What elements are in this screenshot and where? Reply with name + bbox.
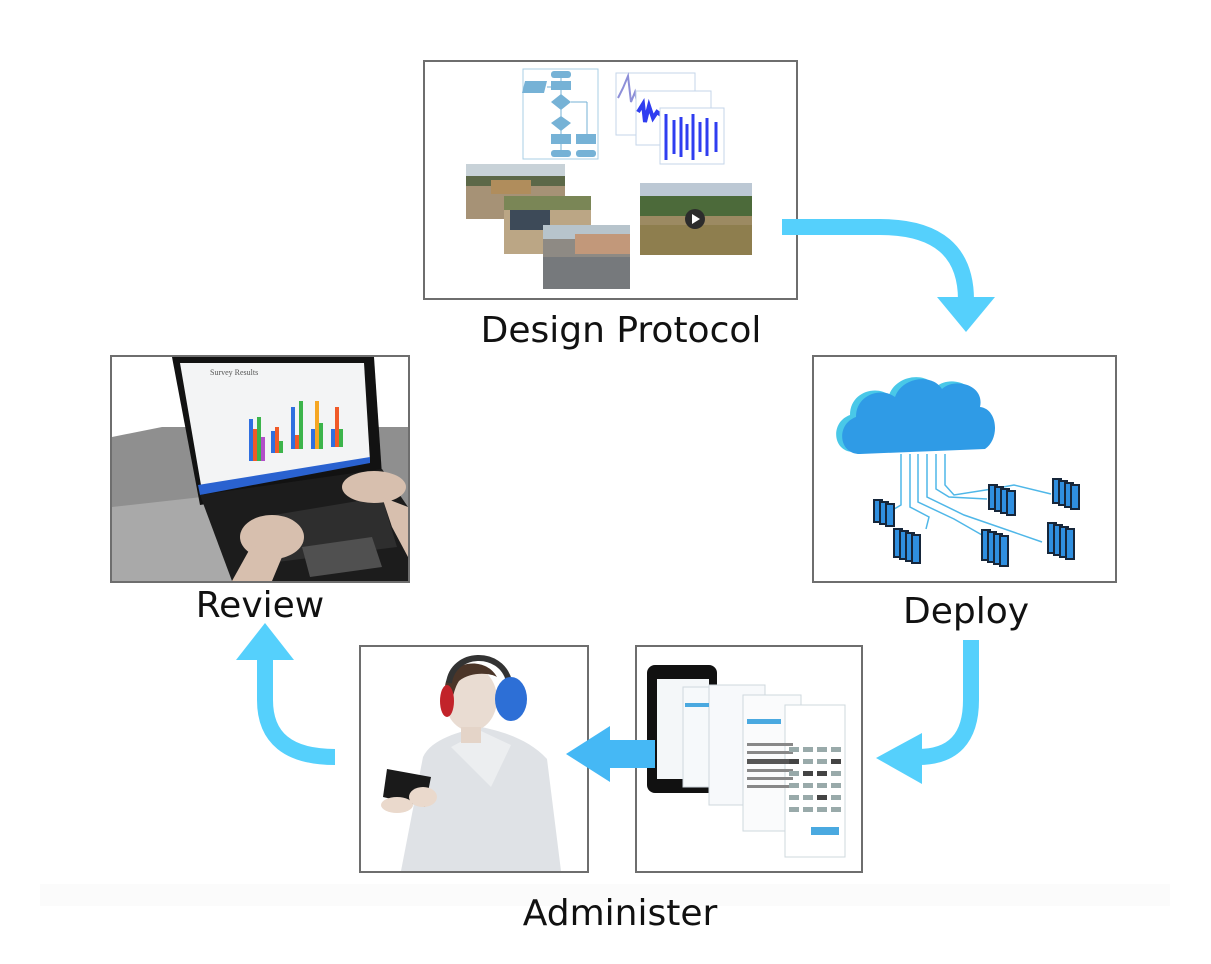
tablet-icon xyxy=(381,769,437,813)
field-photos xyxy=(466,164,630,289)
person-with-tablet-illustration xyxy=(381,655,561,871)
deploy-frame xyxy=(812,355,1117,583)
administer-label: Administer xyxy=(522,893,718,934)
footer-band xyxy=(40,884,1170,906)
administer-screens-frame xyxy=(635,645,863,873)
video-thumbnail[interactable] xyxy=(640,183,752,255)
server-racks xyxy=(873,478,1080,567)
design-protocol-label: Design Protocol xyxy=(480,310,762,351)
survey-screens-illustration xyxy=(647,665,846,858)
laptop-review-illustration: Survey Results xyxy=(112,357,408,581)
screen-title: Survey Results xyxy=(210,368,258,377)
network-lines xyxy=(888,454,1052,543)
deploy-label: Deploy xyxy=(902,591,1030,632)
headphones-icon xyxy=(440,655,527,721)
cloud-icon xyxy=(836,377,996,454)
design-protocol-frame xyxy=(423,60,798,300)
waveform-icon xyxy=(615,72,725,165)
arrow-deploy-to-administer xyxy=(876,640,979,784)
arrow-design-to-deploy xyxy=(782,219,995,332)
review-label: Review xyxy=(195,585,325,626)
deploy-illustration xyxy=(836,377,1080,567)
review-frame: Survey Results xyxy=(110,355,410,583)
person-icon xyxy=(401,663,561,871)
survey-results-chart xyxy=(249,401,343,461)
response-grid xyxy=(789,747,841,812)
hands-icon xyxy=(232,471,408,581)
arrow-administer-to-review xyxy=(236,623,336,765)
administer-person-frame xyxy=(359,645,589,873)
design-protocol-illustration xyxy=(466,68,752,289)
flowchart-icon xyxy=(522,68,599,160)
